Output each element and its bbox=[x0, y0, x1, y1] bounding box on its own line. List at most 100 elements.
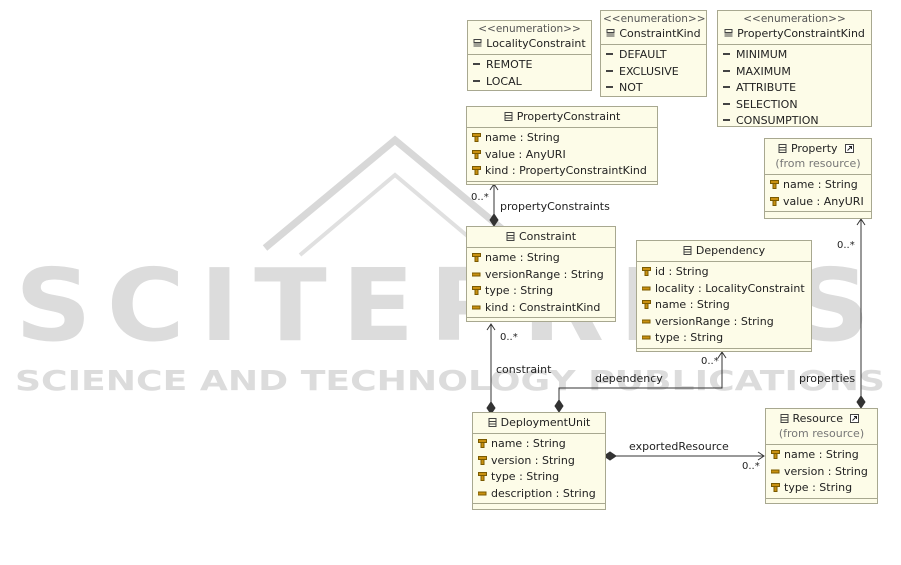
stereotype-label: <<enumeration>> bbox=[743, 13, 846, 25]
enum-literal: REMOTE bbox=[473, 57, 587, 74]
class-property-constraint[interactable]: PropertyConstraint name : String value :… bbox=[466, 106, 658, 185]
attribute-icon bbox=[642, 300, 651, 309]
multiplicity-label: 0..* bbox=[742, 461, 760, 472]
shortcut-icon[interactable] bbox=[850, 414, 860, 423]
attribute-icon bbox=[771, 469, 780, 473]
enum-constraint-kind[interactable]: <<enumeration>> ConstraintKind DEFAULT E… bbox=[600, 10, 707, 97]
attribute-icon bbox=[771, 450, 780, 459]
attribute-icon bbox=[472, 272, 481, 276]
class-icon bbox=[488, 418, 497, 427]
association-line-dependency bbox=[558, 352, 723, 402]
attribute-icon bbox=[642, 267, 651, 276]
class-deployment-unit[interactable]: DeploymentUnit name : String version : S… bbox=[472, 412, 606, 510]
class-property[interactable]: Property (from resource) name : String v… bbox=[764, 138, 872, 219]
enum-literal: SELECTION bbox=[723, 97, 867, 114]
attribute-row: type : String bbox=[472, 283, 611, 300]
attribute-icon bbox=[642, 335, 651, 340]
enum-literal: MAXIMUM bbox=[723, 64, 867, 81]
attribute-icon bbox=[472, 133, 481, 142]
role-label-exported-resource: exportedResource bbox=[629, 440, 729, 453]
attribute-row: kind : ConstraintKind bbox=[472, 300, 611, 317]
enum-locality-constraint[interactable]: <<enumeration>> LocalityConstraint REMOT… bbox=[467, 20, 592, 91]
literal-icon bbox=[723, 102, 730, 105]
class-name: DeploymentUnit bbox=[500, 416, 591, 429]
attribute-icon bbox=[478, 472, 487, 481]
attribute-icon bbox=[642, 286, 651, 290]
literal-icon bbox=[606, 86, 613, 88]
class-name: ConstraintKind bbox=[619, 27, 701, 40]
class-icon bbox=[780, 414, 789, 423]
class-name: PropertyConstraint bbox=[516, 110, 621, 123]
role-label-dependency: dependency bbox=[595, 372, 663, 385]
enum-property-constraint-kind[interactable]: <<enumeration>> PropertyConstraintKind M… bbox=[717, 10, 872, 127]
attribute-icon bbox=[770, 180, 779, 189]
attribute-row: value : AnyURI bbox=[472, 147, 653, 164]
attribute-row: type : String bbox=[642, 330, 807, 347]
class-name: LocalityConstraint bbox=[486, 37, 586, 50]
attribute-icon bbox=[472, 253, 481, 262]
literal-icon bbox=[606, 69, 613, 72]
literal-icon bbox=[723, 119, 730, 121]
literal-icon bbox=[723, 53, 730, 55]
attribute-row: value : AnyURI bbox=[770, 194, 867, 211]
class-source: (from resource) bbox=[775, 157, 861, 170]
attribute-row: version : String bbox=[771, 464, 873, 481]
attribute-icon bbox=[478, 455, 487, 465]
enumeration-icon bbox=[606, 29, 615, 37]
attribute-row: name : String bbox=[771, 447, 873, 464]
attribute-icon bbox=[472, 149, 481, 159]
class-resource[interactable]: Resource (from resource) name : String v… bbox=[765, 408, 878, 504]
class-icon bbox=[506, 232, 515, 241]
role-label-properties: properties bbox=[799, 372, 856, 385]
attribute-icon bbox=[771, 483, 780, 492]
attribute-row: name : String bbox=[472, 250, 611, 267]
attribute-row: versionRange : String bbox=[642, 314, 807, 331]
role-label-property-constraints: propertyConstraints bbox=[500, 200, 610, 213]
attribute-row: type : String bbox=[478, 469, 601, 486]
class-name: Constraint bbox=[518, 230, 577, 243]
enum-literal: ATTRIBUTE bbox=[723, 80, 867, 97]
attribute-icon bbox=[472, 166, 481, 175]
multiplicity-label: 0..* bbox=[837, 240, 855, 251]
stereotype-label: <<enumeration>> bbox=[478, 23, 581, 35]
attribute-row: name : String bbox=[642, 297, 807, 314]
composition-diamond bbox=[554, 399, 564, 413]
attribute-row: name : String bbox=[770, 177, 867, 194]
class-name: Dependency bbox=[695, 244, 766, 257]
multiplicity-label: 0..* bbox=[471, 192, 489, 203]
attribute-row: locality : LocalityConstraint bbox=[642, 281, 807, 298]
class-name: PropertyConstraintKind bbox=[737, 27, 865, 40]
role-label-constraint: constraint bbox=[496, 363, 552, 376]
attribute-icon bbox=[472, 305, 481, 309]
enumeration-icon bbox=[473, 39, 482, 47]
attribute-row: description : String bbox=[478, 486, 601, 503]
enumeration-icon bbox=[724, 29, 733, 37]
attribute-row: name : String bbox=[478, 436, 601, 453]
composition-diamond bbox=[856, 395, 866, 409]
shortcut-icon[interactable] bbox=[845, 144, 855, 153]
attribute-icon bbox=[472, 286, 481, 295]
class-icon bbox=[504, 112, 513, 121]
class-source: (from resource) bbox=[778, 427, 865, 440]
literal-icon bbox=[723, 86, 730, 88]
multiplicity-label: 0..* bbox=[500, 332, 518, 343]
enum-literal: EXCLUSIVE bbox=[606, 64, 702, 81]
class-constraint[interactable]: Constraint name : String versionRange : … bbox=[466, 226, 616, 322]
attribute-icon bbox=[770, 196, 779, 206]
enum-literal: CONSUMPTION bbox=[723, 113, 867, 130]
literal-icon bbox=[473, 63, 480, 65]
attribute-row: id : String bbox=[642, 264, 807, 281]
attribute-row: type : String bbox=[771, 480, 873, 497]
class-dependency[interactable]: Dependency id : String locality : Locali… bbox=[636, 240, 812, 352]
stereotype-label: <<enumeration>> bbox=[603, 13, 706, 25]
attribute-icon bbox=[478, 491, 487, 495]
class-icon bbox=[683, 246, 692, 255]
attribute-row: kind : PropertyConstraintKind bbox=[472, 163, 653, 180]
class-name: Property bbox=[790, 142, 838, 155]
composition-diamond bbox=[603, 451, 617, 461]
multiplicity-label: 0..* bbox=[701, 356, 719, 367]
attribute-icon bbox=[642, 319, 651, 323]
attribute-row: versionRange : String bbox=[472, 267, 611, 284]
composition-diamond bbox=[489, 213, 499, 227]
